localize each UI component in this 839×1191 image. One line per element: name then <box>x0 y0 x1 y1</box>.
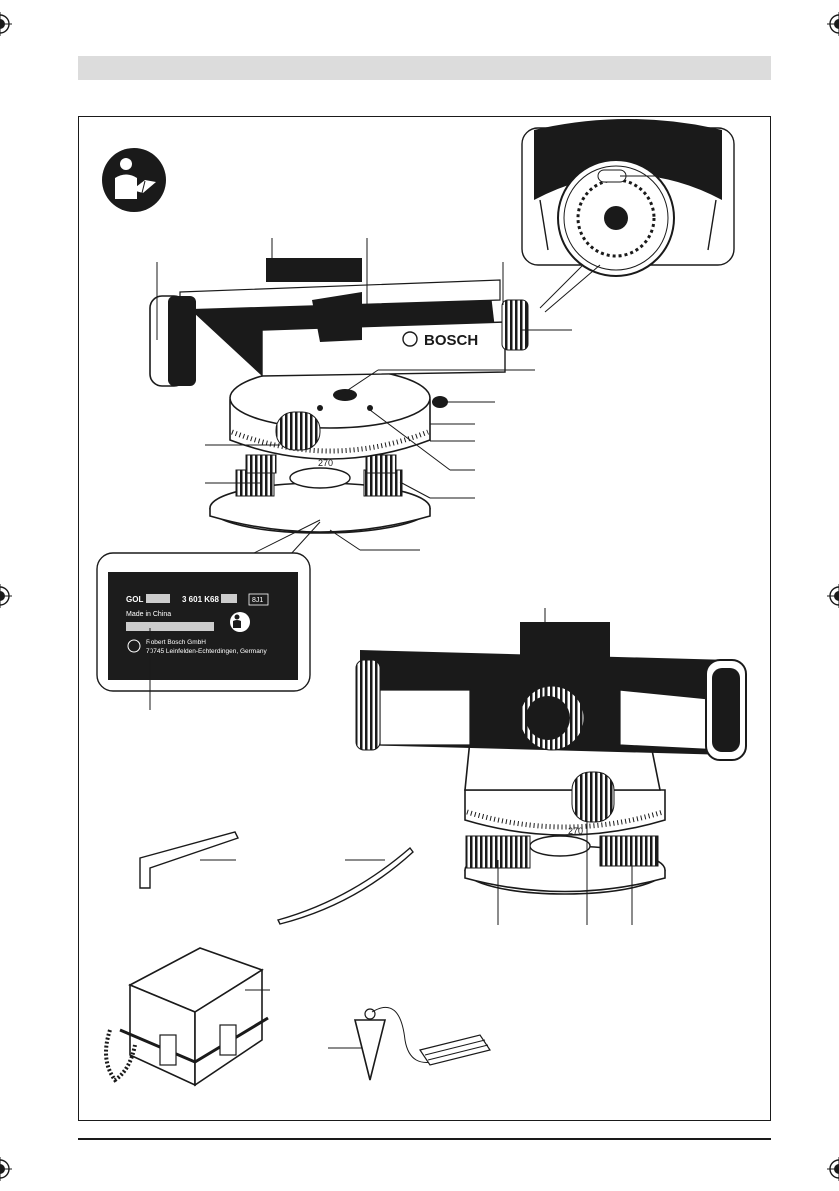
bubble-level-inset <box>521 119 735 313</box>
read-manual-icon <box>102 148 166 212</box>
plate-code: 8J1 <box>252 597 263 604</box>
brand-logo: BOSCH <box>424 332 478 349</box>
adjusting-pin <box>276 846 414 925</box>
carrying-case <box>104 947 270 1087</box>
plate-address: 70745 Leinfelden-Echterdingen, Germany <box>146 648 267 655</box>
level-front-view: 270 BOSCH <box>149 258 529 534</box>
header-bar <box>78 56 771 80</box>
hex-key <box>139 831 239 889</box>
dial-label: 270 <box>318 458 333 468</box>
registration-mark-icon <box>827 12 839 36</box>
registration-mark-icon <box>0 12 12 36</box>
bosch-armature-icon <box>127 639 141 653</box>
registration-mark-icon <box>827 1157 839 1181</box>
footer-rule <box>78 1138 771 1140</box>
registration-mark-icon <box>0 584 12 608</box>
plate-company: Robert Bosch GmbH <box>146 639 206 646</box>
callout-lines-front <box>156 238 572 551</box>
plate-model: GOL <box>126 595 143 604</box>
registration-mark-icon <box>827 584 839 608</box>
dial-label-rear: 270 <box>568 826 583 836</box>
figure-frame <box>78 116 771 1121</box>
registration-mark-icon <box>0 1157 12 1181</box>
callout-lines-rear <box>497 608 633 925</box>
rating-plate-callout: GOL 3 601 K68 8J1 Made in China Robert B… <box>96 519 321 710</box>
plate-article-number: 3 601 K68 <box>182 595 219 604</box>
bosch-armature-icon <box>402 331 418 347</box>
level-rear-view: 270 <box>355 622 747 895</box>
plate-origin: Made in China <box>126 611 171 618</box>
plumb-bob <box>328 1007 491 1081</box>
